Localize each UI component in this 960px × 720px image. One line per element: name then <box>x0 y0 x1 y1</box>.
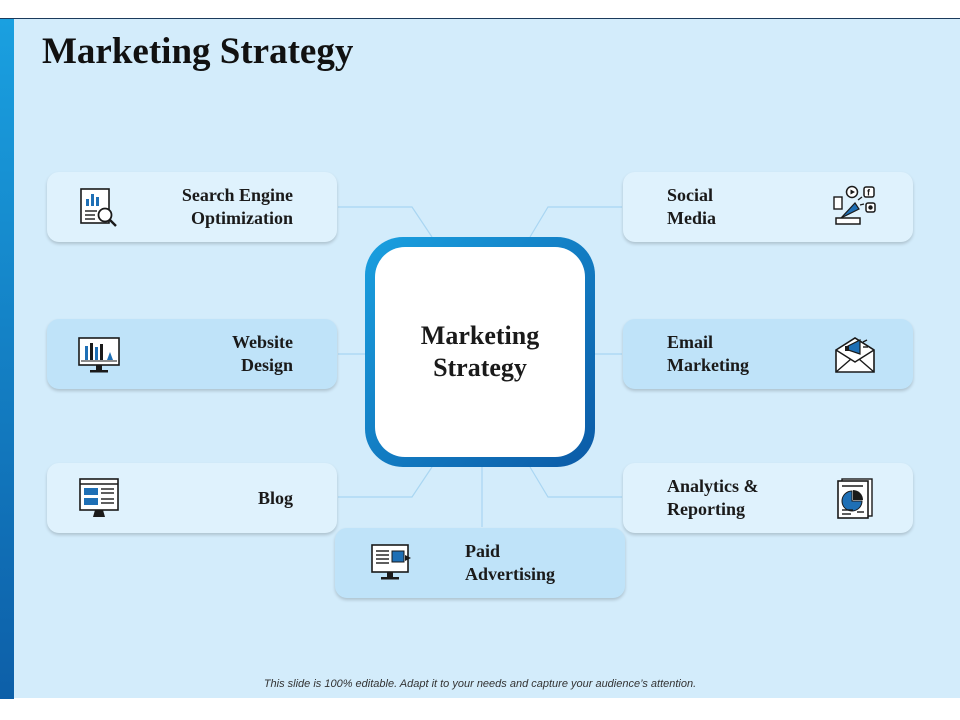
connector-seo <box>338 206 433 238</box>
ad-monitor-icon <box>371 544 411 580</box>
blog-monitor-icon <box>79 478 119 517</box>
social-media-icon: f <box>833 185 876 225</box>
node-website-label: Website Design <box>232 332 293 375</box>
seo-report-icon <box>80 188 117 227</box>
connector-blog <box>338 466 433 498</box>
node-email-label: Email Marketing <box>667 332 749 375</box>
node-paid: Paid Advertising <box>335 528 625 598</box>
node-analytics: Analytics & Reporting <box>623 463 913 533</box>
svg-text:f: f <box>867 188 871 198</box>
node-blog: Blog <box>47 463 337 533</box>
node-email: Email Marketing <box>623 319 913 389</box>
node-social: f Social Media <box>623 172 913 242</box>
accent-sidebar <box>0 19 14 699</box>
footer-note: This slide is 100% editable. Adapt it to… <box>263 678 697 690</box>
node-analytics-label: Analytics & Reporting <box>667 476 759 519</box>
monitor-design-icon <box>78 337 120 373</box>
email-megaphone-icon <box>835 337 875 373</box>
slide-title: Marketing Strategy <box>42 31 354 72</box>
node-blog-label: Blog <box>257 487 293 508</box>
connector-analytics <box>529 466 622 498</box>
node-website: Website Design <box>47 319 337 389</box>
node-seo: Search Engine Optimization <box>47 172 337 242</box>
node-seo-label: Search Engine Optimization <box>181 185 293 228</box>
top-divider <box>0 18 960 19</box>
analytics-report-icon <box>837 478 873 519</box>
center-node-label: Marketing Strategy <box>420 321 540 382</box>
node-paid-label: Paid Advertising <box>465 541 555 584</box>
connector-social <box>529 206 622 238</box>
center-node: Marketing Strategy <box>365 237 595 467</box>
center-node-inner: Marketing Strategy <box>375 247 585 457</box>
node-social-label: Social Media <box>667 185 716 228</box>
